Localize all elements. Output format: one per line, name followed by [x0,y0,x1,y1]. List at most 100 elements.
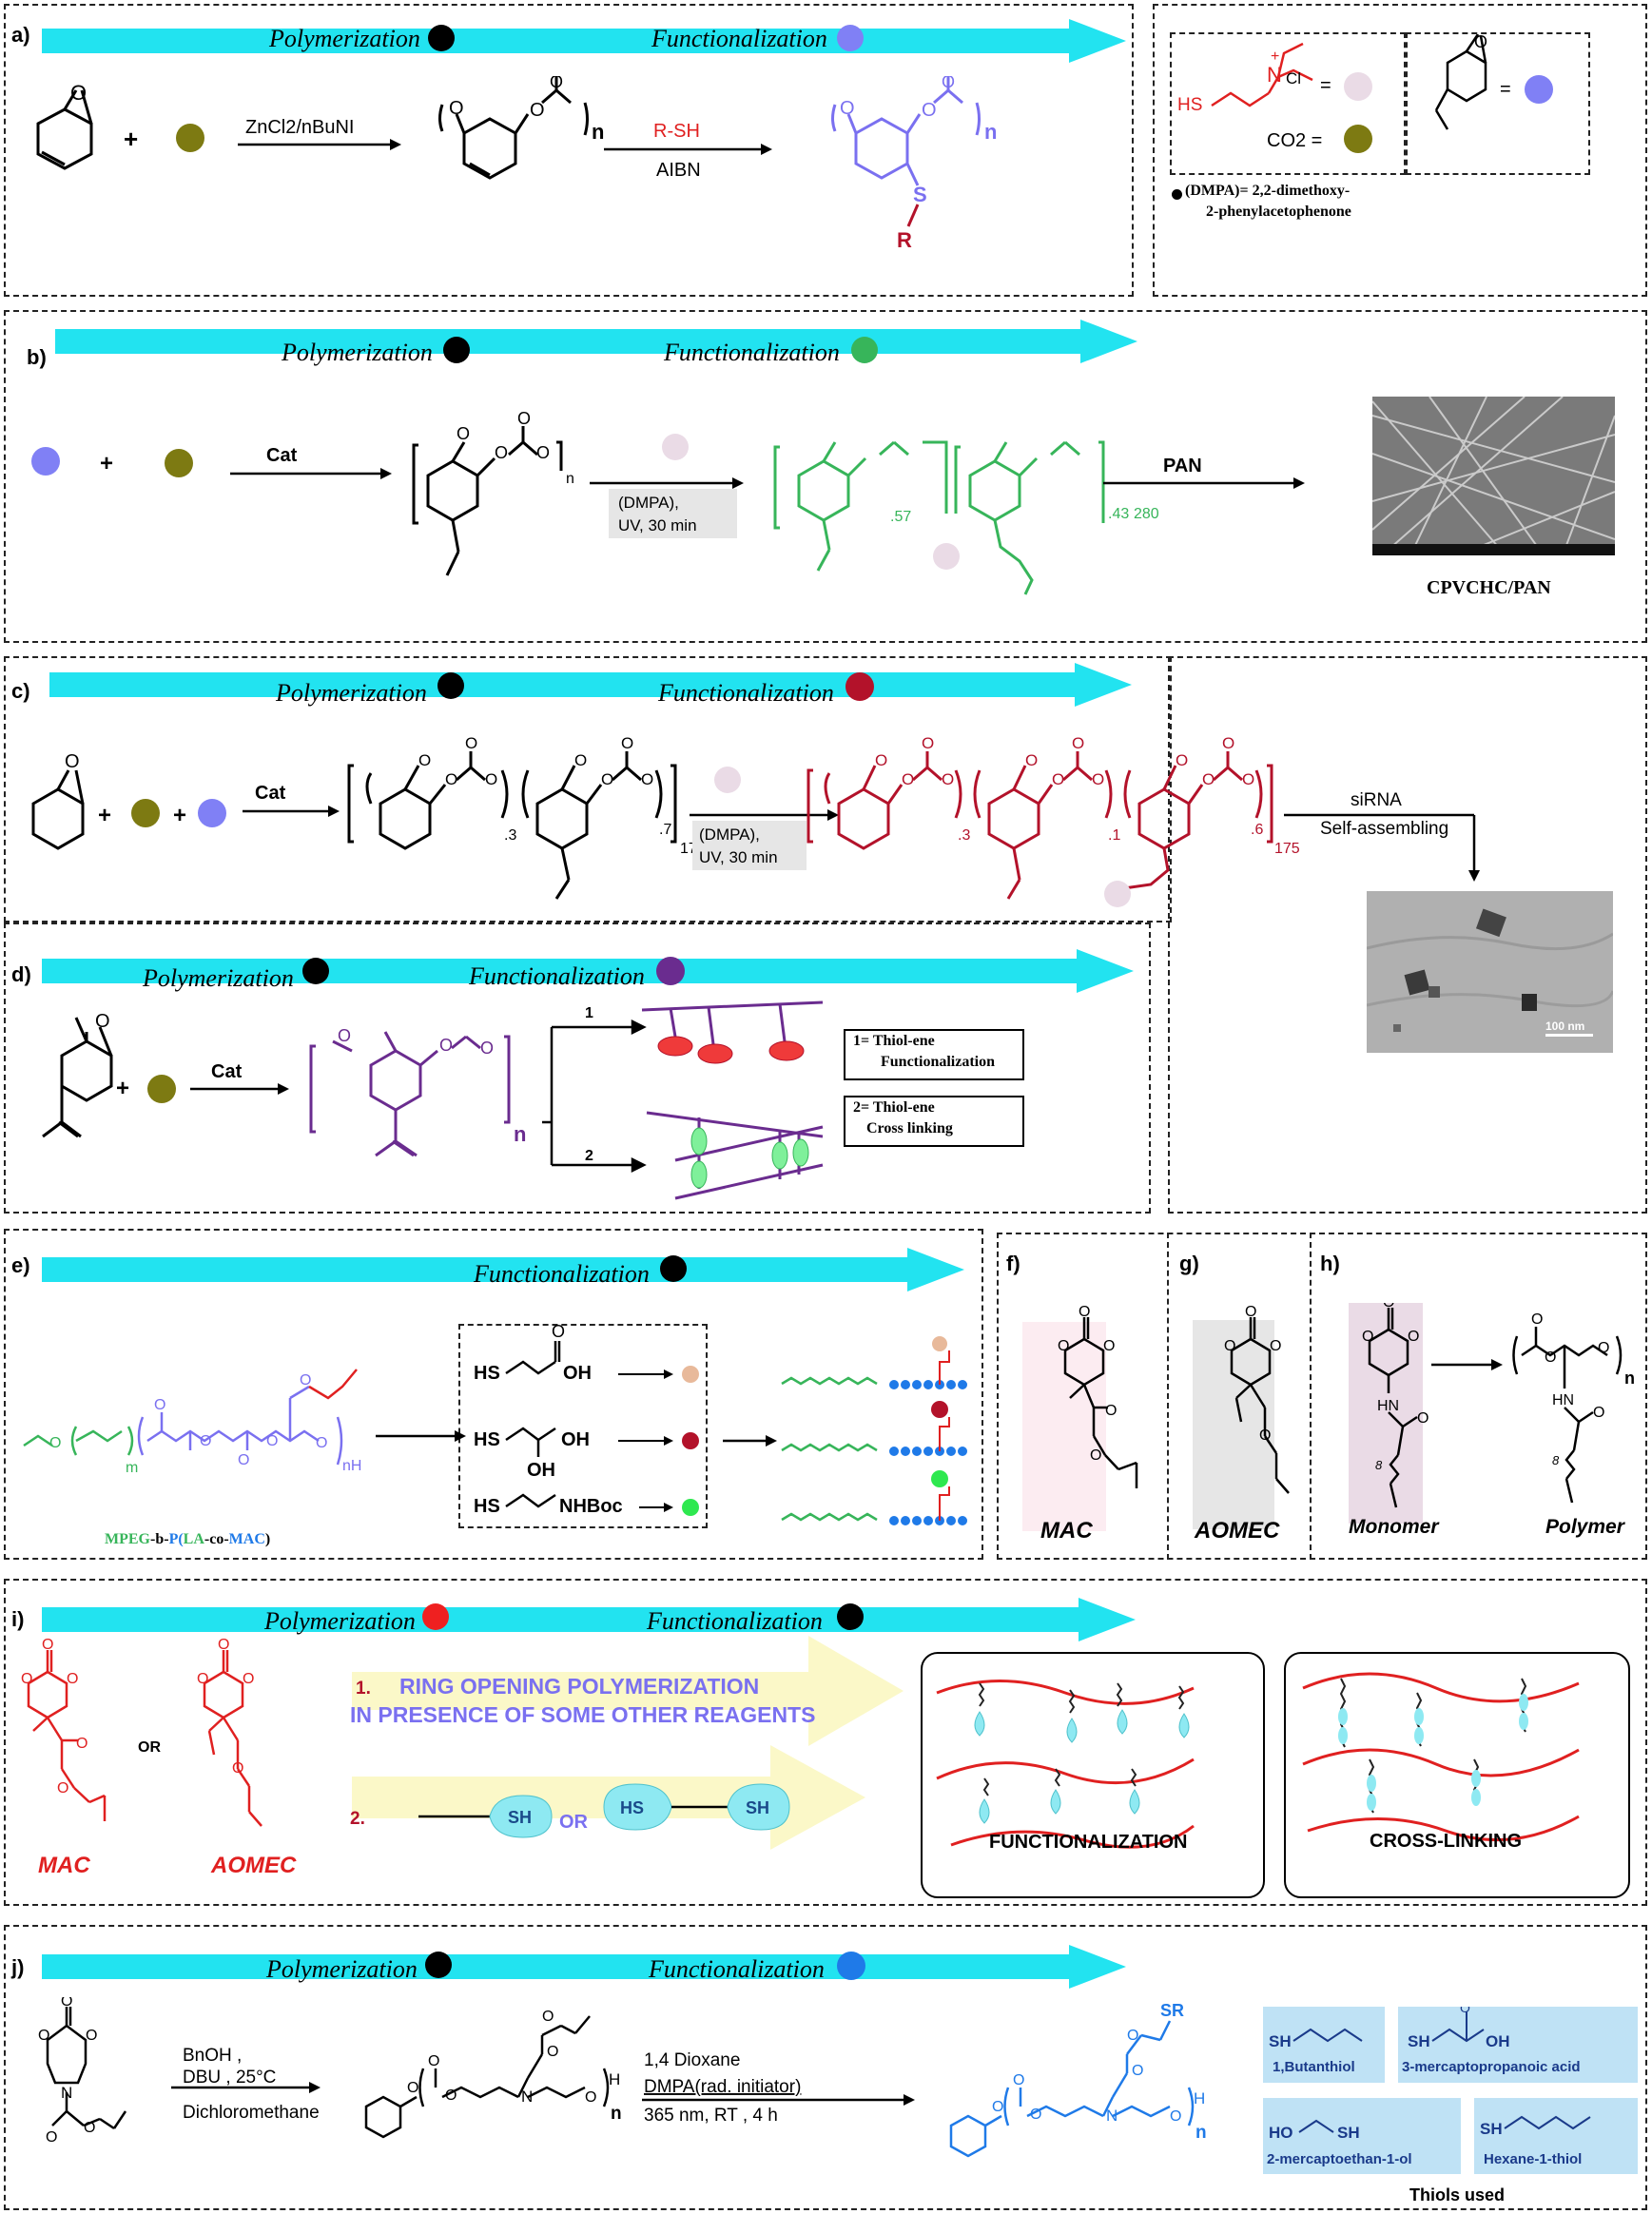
svg-text:O: O [485,770,497,788]
svg-text:n: n [1195,2123,1207,2143]
svg-text:O: O [1598,1340,1609,1356]
panel-fgh [997,1233,1647,1560]
svg-text:+: + [173,803,186,828]
black-dot [425,1952,452,1978]
mac-name: MAC [1040,1518,1093,1544]
svg-text:O: O [1245,1304,1256,1320]
svg-text:OH: OH [561,1429,590,1450]
copolymer-name: MPEG-b-P(LA-co-MAC) [105,1531,271,1547]
svg-text:=: = [1500,79,1511,100]
cyclohexadiene-oxide-structure [36,89,93,170]
svg-text:O: O [942,770,954,788]
svg-text:.3: .3 [958,827,970,844]
panel-g-divider [1169,1233,1312,1560]
legend-structures: HS N + Cl = CO2 = O = [1177,34,1553,153]
panel-d-label: d) [11,962,31,986]
polymer-name: Polymer [1545,1516,1624,1538]
svg-text:NHBoc: NHBoc [559,1496,623,1517]
svg-text:SH: SH [1337,2124,1360,2142]
svg-text:SH: SH [746,1798,769,1817]
legend-thiol-box [1170,32,1406,175]
box1-line1: 1= Thiol-ene [853,1033,935,1049]
stage-arrow-j [42,1945,1126,1989]
svg-text:O: O [1270,1338,1281,1354]
stage-polymerization: Polymerization [269,25,420,52]
svg-text:Cat: Cat [255,783,286,804]
functionalization-box [921,1652,1265,1898]
stage-functionalization: Functionalization [651,25,827,52]
svg-text:n: n [566,471,574,487]
svg-text:O: O [1058,1338,1069,1354]
svg-text:n: n [611,2104,622,2124]
aibn-text: AIBN [656,160,701,181]
panel-i [4,1579,1647,1906]
svg-text:O: O [65,751,80,772]
panel-c [4,656,1172,922]
stage-functionalization: Functionalization [474,1260,650,1288]
svg-text:O: O [992,2099,1003,2115]
svg-text:Cat: Cat [211,1061,243,1082]
box2-line2: Cross linking [866,1120,953,1136]
purple-dot [656,957,685,985]
svg-text:m: m [126,1460,138,1476]
svg-text:SH: SH [508,1808,532,1827]
svg-text:O: O [439,1036,453,1055]
svg-text:O: O [445,2088,457,2104]
panel-d-scheme: O + Cat O O O n 1 2 [42,1000,824,1200]
step1-number: 1. [356,1679,371,1699]
monomer-highlight [1349,1303,1423,1524]
bright-red-dot [422,1603,449,1630]
panel-e-label: e) [11,1253,30,1277]
svg-text:O: O [49,1435,61,1451]
svg-text:HO: HO [1269,2124,1293,2142]
panel-f-label: f) [1006,1252,1020,1275]
svg-text:O: O [1593,1405,1604,1421]
svg-text:SH: SH [1408,2032,1430,2050]
svg-text:175: 175 [1274,841,1300,857]
svg-text:O: O [38,2028,49,2044]
stage-arrow-c [49,663,1132,707]
svg-text:n: n [1624,1369,1635,1388]
cpvchc-pan-label: CPVCHC/PAN [1427,577,1551,598]
stage-polymerization: Polymerization [266,1955,418,1983]
step1-line1: RING OPENING POLYMERIZATION [399,1674,760,1699]
svg-text:OR: OR [559,1812,589,1833]
svg-text:+: + [98,803,111,828]
svg-text:O: O [495,443,508,462]
black-dot [428,25,455,51]
svg-text:O: O [517,409,531,428]
thiols-used-caption: Thiols used [1409,2185,1506,2204]
svg-text:O: O [1202,770,1215,788]
svg-text:Cat: Cat [266,445,298,466]
svg-text:O: O [550,76,563,91]
svg-text:N: N [1267,63,1282,87]
svg-text:(DMPA),: (DMPA), [618,494,679,512]
svg-text:O: O [61,1997,72,2010]
svg-text:O: O [1176,751,1188,769]
svg-text:O: O [942,76,955,91]
panel-b-label: b) [27,345,47,369]
blue-purple-dot [1525,75,1553,104]
stage-functionalization: Functionalization [658,679,834,707]
svg-text:UV, 30 min: UV, 30 min [618,516,697,534]
svg-text:O: O [154,1397,165,1413]
svg-text:HS: HS [474,1429,500,1450]
svg-text:O: O [1092,770,1104,788]
crosslinking-caption: CROSS-LINKING [1370,1831,1522,1852]
svg-text:O: O [407,2080,418,2096]
svg-text:O: O [218,1637,229,1653]
legend-vch-box [1406,32,1590,175]
svg-text:O: O [76,1736,87,1752]
black-dot [443,337,470,363]
svg-text:+: + [124,125,138,153]
svg-text:UV, 30 min: UV, 30 min [699,848,778,866]
panel-j-label: j) [11,1955,25,1979]
svg-text:O: O [621,734,633,752]
svg-text:DMPA(rad. initiator): DMPA(rad. initiator) [644,2077,801,2097]
svg-text:O: O [552,1322,565,1341]
svg-text:HN: HN [1552,1392,1574,1408]
svg-text:O: O [1460,2007,1470,2015]
step1-line2: IN PRESENCE OF SOME OTHER REAGENTS [350,1702,816,1727]
svg-text:.57: .57 [890,509,911,525]
copolymer-chain-1 [781,1336,967,1389]
